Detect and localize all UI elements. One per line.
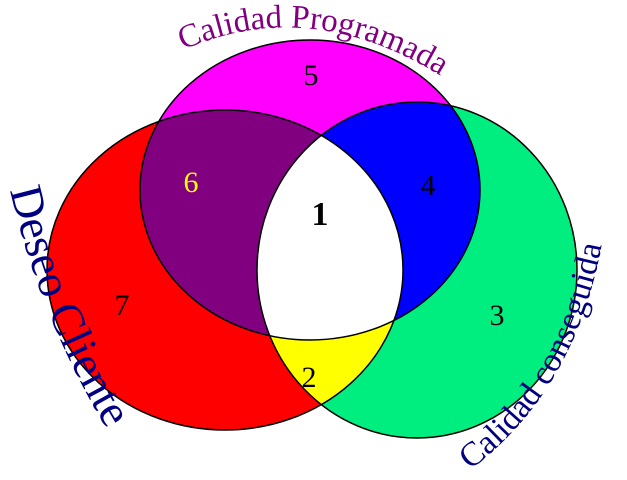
region-5-label: 5 [304, 59, 319, 92]
top-circle-outline [139, 39, 481, 341]
center-overlap [257, 110, 403, 340]
right-circle-outline [256, 101, 578, 439]
region-7-label: 7 [115, 289, 130, 322]
region-2-label: 2 [302, 361, 317, 394]
region-4-label: 4 [421, 169, 436, 202]
region-1-label: 1 [312, 196, 329, 233]
region-6-label: 6 [184, 166, 199, 199]
left-circle-outline [46, 109, 404, 431]
region-3-label: 3 [490, 299, 505, 332]
